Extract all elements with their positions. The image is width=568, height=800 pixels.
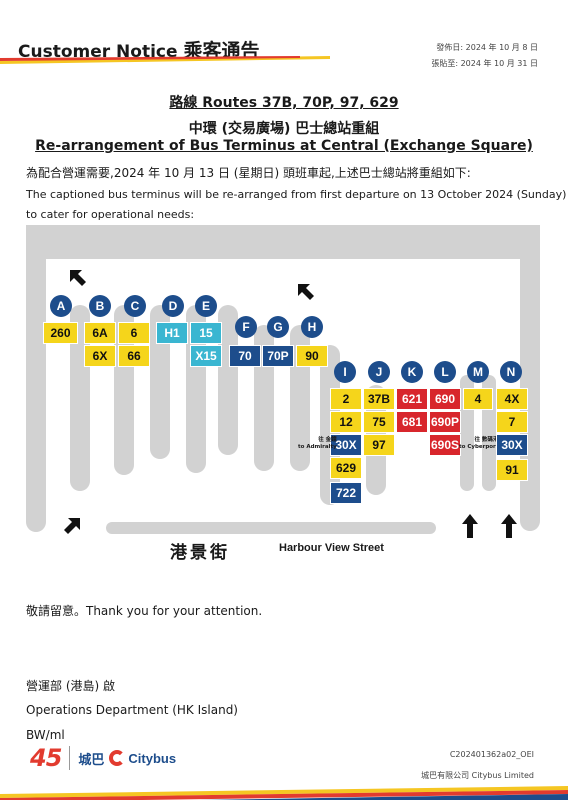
route-e-x15: X15	[190, 345, 222, 367]
citybus-logo: 45 城巴 Citybus	[30, 742, 220, 774]
route-n-7: 7	[496, 411, 528, 433]
body-en-line2: to cater for operational needs:	[26, 208, 195, 221]
arrow-up-icon	[462, 514, 478, 538]
arrow-up-right-icon	[64, 518, 80, 534]
heading-zh: 中環 (交易廣場) 巴士總站重組	[188, 121, 380, 137]
stand-label-b: B	[89, 295, 111, 317]
route-i-2: 2	[330, 388, 362, 410]
route-i-629: 629	[330, 457, 362, 479]
issue-date: 發佈日: 2024 年 10 月 8 日	[436, 43, 538, 52]
direction-admiralty-zh: 往 金鐘	[318, 437, 337, 443]
post-until-date: 張貼至: 2024 年 10 月 31 日	[431, 59, 538, 68]
street-name-en: Harbour View Street	[279, 542, 384, 554]
stand-label-n: N	[500, 361, 522, 383]
department-en: Operations Department (HK Island)	[26, 703, 238, 717]
stand-label-a: A	[50, 295, 72, 317]
body-zh: 為配合營運需要,2024 年 10 月 13 日 (星期日) 頭班車起,上述巴士…	[26, 166, 471, 180]
route-n-30x: 30X	[496, 434, 528, 456]
route-m-4: 4	[463, 388, 493, 410]
route-a-260: 260	[43, 322, 78, 344]
logo-45-mark: 45	[30, 744, 62, 772]
arrow-up-left-icon	[298, 284, 314, 300]
logo-divider	[69, 746, 71, 770]
arrow-up-icon	[501, 514, 517, 538]
stand-label-d: D	[162, 295, 184, 317]
stand-label-g: G	[267, 316, 289, 338]
route-k-681: 681	[396, 411, 428, 433]
route-n-4x: 4X	[496, 388, 528, 410]
route-l-690p: 690P	[429, 411, 461, 433]
stand-label-i: I	[334, 361, 356, 383]
reference-code: C202401362a02_OEI	[449, 750, 534, 759]
company-name: 城巴有限公司 Citybus Limited	[421, 771, 534, 780]
department-zh: 營運部 (港島) 啟	[26, 679, 115, 693]
header-stripe	[0, 56, 330, 64]
terminus-diagram: A B C D E F G H I J K L M N 260 6A 6X 6 …	[0, 225, 568, 545]
heading-en: Re-arrangement of Bus Terminus at Centra…	[35, 138, 533, 154]
route-e-15: 15	[190, 322, 222, 344]
route-b-6a: 6A	[84, 322, 116, 344]
initials: BW/ml	[26, 728, 65, 742]
route-n-91: 91	[496, 459, 528, 481]
route-i-30x: 30X	[330, 434, 362, 456]
routes-line: 路線 Routes 37B, 70P, 97, 629	[169, 95, 399, 111]
road-top	[26, 225, 540, 259]
route-b-6x: 6X	[84, 345, 116, 367]
route-l-690: 690	[429, 388, 461, 410]
route-j-75: 75	[363, 411, 395, 433]
stand-label-m: M	[467, 361, 489, 383]
route-f-70: 70	[229, 345, 261, 367]
route-h-90: 90	[296, 345, 328, 367]
thanks-line: 敬請留意。Thank you for your attention.	[26, 604, 263, 618]
route-c-6: 6	[118, 322, 150, 344]
stand-label-f: F	[235, 316, 257, 338]
platform-ef	[218, 305, 238, 455]
brand-zh: 城巴	[78, 752, 105, 768]
footer-stripe	[0, 786, 568, 800]
route-j-37b: 37B	[363, 388, 395, 410]
stand-label-k: K	[401, 361, 423, 383]
route-i-12: 12	[330, 411, 362, 433]
stand-label-c: C	[124, 295, 146, 317]
route-d-h1: H1	[156, 322, 188, 344]
route-k-621: 621	[396, 388, 428, 410]
route-j-97: 97	[363, 434, 395, 456]
citybus-c-icon	[109, 750, 126, 766]
road-right-outer	[520, 225, 540, 531]
harbour-view-street	[106, 522, 436, 534]
route-l-690s: 690S	[429, 434, 461, 456]
route-c-66: 66	[118, 345, 150, 367]
stand-label-e: E	[195, 295, 217, 317]
street-name-zh: 港景街	[170, 543, 230, 563]
direction-cyberport-zh: 往 數碼港	[474, 437, 499, 443]
title-en: Customer Notice	[18, 42, 178, 62]
brand-en: Citybus	[128, 750, 177, 766]
road-left-outer	[26, 242, 46, 532]
body-en-line1: The captioned bus terminus will be re-ar…	[26, 188, 567, 201]
stand-label-j: J	[368, 361, 390, 383]
route-g-70p: 70P	[262, 345, 294, 367]
arrow-up-left-icon	[70, 270, 86, 286]
route-i-722: 722	[330, 482, 362, 504]
stand-label-h: H	[301, 316, 323, 338]
direction-cyberport-en: to Cyberport	[459, 444, 499, 450]
direction-admiralty-en: to Admiralty	[298, 444, 337, 450]
stand-label-l: L	[434, 361, 456, 383]
